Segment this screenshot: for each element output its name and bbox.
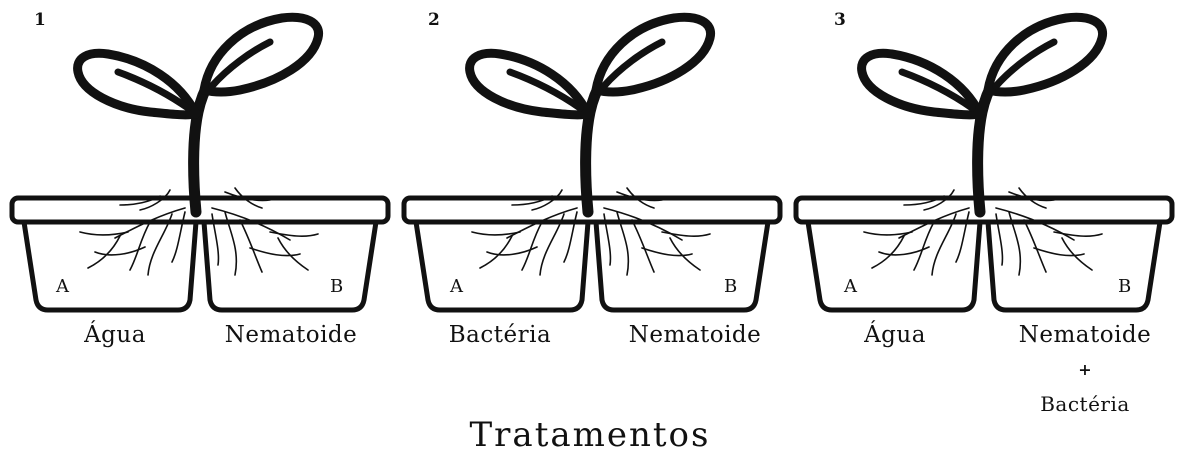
label-pot-b-2: Nematoide <box>600 322 790 348</box>
pot-letter-a-3: A <box>844 276 858 297</box>
plant-pot-pair-2 <box>404 17 780 310</box>
treatment-number-2: 2 <box>428 10 440 30</box>
treatment-number-3: 3 <box>834 10 846 30</box>
label-pot-a-2: Bactéria <box>420 322 580 348</box>
pot-letter-b-2: B <box>724 276 738 297</box>
label-pot-b-3-line1: Nematoide <box>990 322 1180 348</box>
plant-pot-pair-1 <box>12 17 388 310</box>
pot-letter-b-1: B <box>330 276 344 297</box>
pot-letter-a-1: A <box>56 276 70 297</box>
diagram-title: Tratamentos <box>0 415 1180 455</box>
label-pot-b-3-line2: Bactéria <box>1000 392 1170 416</box>
label-pot-a-1: Água <box>40 322 190 348</box>
plant-pot-pair-3 <box>796 17 1172 310</box>
pot-letter-a-2: A <box>450 276 464 297</box>
treatment-number-1: 1 <box>34 10 46 30</box>
pot-letter-b-3: B <box>1118 276 1132 297</box>
label-pot-b-3-plus: + <box>1070 360 1100 379</box>
label-pot-b-1: Nematoide <box>196 322 386 348</box>
label-pot-a-3: Água <box>820 322 970 348</box>
